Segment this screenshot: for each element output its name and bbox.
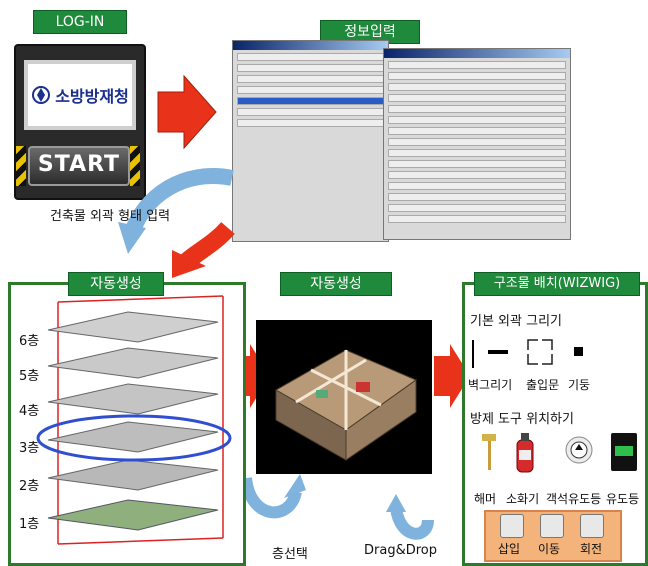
floor-label: 1층 — [19, 517, 40, 532]
floor-plate-3 — [47, 421, 219, 453]
floor-label: 6층 — [19, 334, 40, 349]
start-button[interactable]: START — [28, 146, 130, 186]
tool-label: 기둥 — [568, 378, 591, 392]
login-label: LOG-IN — [33, 10, 127, 34]
tool-label: 유도등 — [606, 492, 640, 506]
arrow-blue-curve — [124, 167, 234, 236]
selected-floor-highlight — [36, 414, 232, 462]
info-window-front — [383, 48, 571, 240]
drag-drop-label: Drag&Drop — [364, 543, 437, 558]
arrow-middle-to-right — [434, 344, 470, 408]
info-window-back — [232, 40, 389, 242]
floor-plate-5 — [47, 347, 219, 379]
floor-label: 5층 — [19, 369, 40, 384]
tool-label: 출입문 — [526, 378, 560, 392]
wall-line-icon[interactable] — [488, 350, 508, 354]
auto-gen-middle-label: 자동생성 — [280, 272, 392, 296]
floor-label: 4층 — [19, 404, 40, 419]
floor-label: 2층 — [19, 479, 40, 494]
seat-guide-light-icon[interactable] — [564, 432, 594, 468]
column-icon[interactable] — [574, 347, 583, 356]
hazard-stripe-right — [130, 146, 140, 186]
auto-gen-left-label: 자동생성 — [68, 272, 164, 296]
arrow-drag-drop-curve — [390, 506, 434, 540]
arrow-floor-select-curve — [240, 477, 302, 519]
edit-tool-label: 이동 — [538, 542, 561, 556]
edit-tool-label: 삽입 — [498, 542, 521, 556]
building-3d-model — [274, 349, 418, 461]
logo-box: 소방방재청 — [24, 60, 136, 130]
rotate-icon[interactable] — [580, 514, 604, 538]
floor-plate-1 — [47, 499, 219, 531]
basic-outline-heading: 기본 외곽 그리기 — [470, 314, 562, 329]
insert-icon[interactable] — [500, 514, 524, 538]
hazard-stripe-left — [16, 146, 26, 186]
wall-draw-icon[interactable] — [472, 340, 474, 368]
edit-tool-label: 회전 — [580, 542, 603, 556]
move-icon[interactable] — [540, 514, 564, 538]
floor-plate-6 — [47, 311, 219, 343]
extinguisher-icon[interactable] — [512, 430, 538, 474]
hammer-icon[interactable] — [480, 432, 498, 472]
tool-label: 해머 — [474, 492, 497, 506]
emblem-icon — [32, 86, 51, 104]
tool-label: 소화기 — [506, 492, 540, 506]
exterior-input-caption: 건축물 외곽 형태 입력 — [50, 209, 171, 224]
arrow-blue-head — [118, 222, 146, 254]
floor-select-label: 층선택 — [272, 547, 308, 562]
floor-stack-illustration — [36, 295, 232, 545]
floor-plate-4 — [47, 383, 219, 415]
guide-light-icon[interactable] — [610, 432, 638, 472]
door-icon[interactable] — [526, 338, 554, 366]
tool-label: 객석유도등 — [546, 492, 602, 506]
arrow-red-curve-head — [172, 250, 206, 278]
arrow-drag-drop-head — [386, 494, 406, 512]
model-3d-view — [256, 320, 432, 474]
arrow-floor-select-head — [284, 474, 306, 498]
logo-text: 소방방재청 — [55, 87, 129, 106]
arrow-red-curve — [180, 221, 235, 269]
structure-placement-label: 구조물 배치(WIZWIG) — [474, 272, 640, 296]
floor-plate-2 — [47, 459, 219, 491]
arrow-login-to-info — [157, 74, 217, 150]
tool-label: 벽그리기 — [468, 378, 513, 392]
floor-label: 3층 — [19, 441, 40, 456]
login-screen: 소방방재청 START — [14, 44, 146, 200]
fire-tools-heading: 방제 도구 위치하기 — [470, 412, 574, 427]
